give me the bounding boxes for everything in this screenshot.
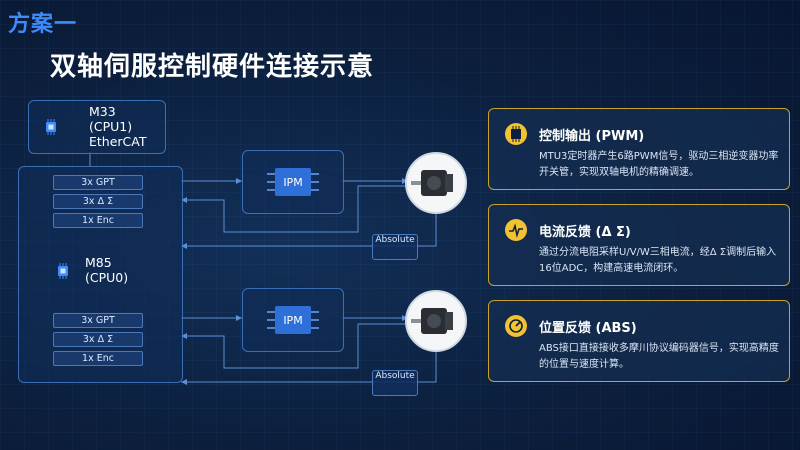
pill-gpt-2: 3x GPT [53, 313, 143, 328]
arrow-cpu-current-2 [181, 333, 187, 339]
cpu1-line-2: (CPU1) [89, 119, 133, 134]
page-title: 双轴伺服控制硬件连接示意 [50, 52, 375, 82]
servo-motor-icon [411, 170, 453, 196]
chip-icon [46, 119, 56, 135]
arrow-cpu-abs-1 [181, 243, 187, 249]
chip-icon [505, 123, 527, 145]
gauge-icon [505, 315, 527, 337]
cpu1-line-1: M33 [89, 104, 116, 119]
cpu0-label: M85 (CPU0) [85, 255, 128, 285]
cpu1-box: M33 (CPU1) EtherCAT [28, 100, 166, 154]
card-current: 电流反馈 (Δ Σ) 通过分流电阻采样U/V/W三相电流，经Δ Σ调制后输入16… [488, 204, 790, 286]
servo-motor-icon [411, 308, 453, 334]
wire-current-fb-1 [181, 185, 408, 233]
card-desc: 通过分流电阻采样U/V/W三相电流，经Δ Σ调制后输入16位ADC，构建高速电流… [539, 247, 777, 274]
cpu0-box: 3x GPT 3x Δ Σ 1x Enc M85 (CPU0) 3x GPT 3… [18, 166, 183, 383]
card-title: 电流反馈 (Δ Σ) [539, 225, 631, 240]
card-position: 位置反馈 (ABS) ABS接口直接接收多摩川协议编码器信号，实现高精度的位置与… [488, 300, 790, 382]
scheme-tag: 方案一 [8, 12, 78, 37]
cpu1-line-3: EtherCAT [89, 134, 147, 149]
cpu0-line-2: (CPU0) [85, 270, 129, 285]
absolute-encoder-2: Absolute [372, 370, 418, 396]
pill-ds-1: 3x Δ Σ [53, 194, 143, 209]
arrow-cpu-current-1 [181, 197, 187, 203]
ipm-label: IPM [283, 314, 302, 327]
pill-enc-1: 1x Enc [53, 213, 143, 228]
servo-motor-1 [405, 152, 467, 214]
card-title: 位置反馈 (ABS) [539, 321, 637, 336]
ipm-box-2: IPM [242, 288, 344, 352]
arrow-ipm-1 [236, 178, 242, 184]
cpu1-label: M33 (CPU1) EtherCAT [89, 104, 147, 149]
wire-abs-fb-2 [181, 350, 437, 383]
cpu0-line-1: M85 [85, 255, 112, 270]
ipm-chip-icon: IPM [267, 306, 319, 334]
ipm-chip-icon: IPM [267, 168, 319, 196]
card-title: 控制输出 (PWM) [539, 129, 645, 144]
pill-ds-2: 3x Δ Σ [53, 332, 143, 347]
waveform-icon [505, 219, 527, 241]
wire-abs-fb-1 [181, 212, 437, 247]
ipm-box-1: IPM [242, 150, 344, 214]
wire-current-fb-2 [181, 323, 408, 369]
servo-motor-2 [405, 290, 467, 352]
card-pwm: 控制输出 (PWM) MTU3定时器产生6路PWM信号，驱动三相逆变器功率开关管… [488, 108, 790, 190]
absolute-encoder-1: Absolute [372, 234, 418, 260]
arrow-ipm-2 [236, 315, 242, 321]
card-desc: MTU3定时器产生6路PWM信号，驱动三相逆变器功率开关管，实现双轴电机的精确调… [539, 151, 779, 178]
ipm-label: IPM [283, 176, 302, 189]
arrow-cpu-abs-2 [181, 379, 187, 385]
pill-gpt-1: 3x GPT [53, 175, 143, 190]
pill-enc-2: 1x Enc [53, 351, 143, 366]
card-desc: ABS接口直接接收多摩川协议编码器信号，实现高精度的位置与速度计算。 [539, 343, 779, 370]
chip-icon [58, 263, 68, 279]
